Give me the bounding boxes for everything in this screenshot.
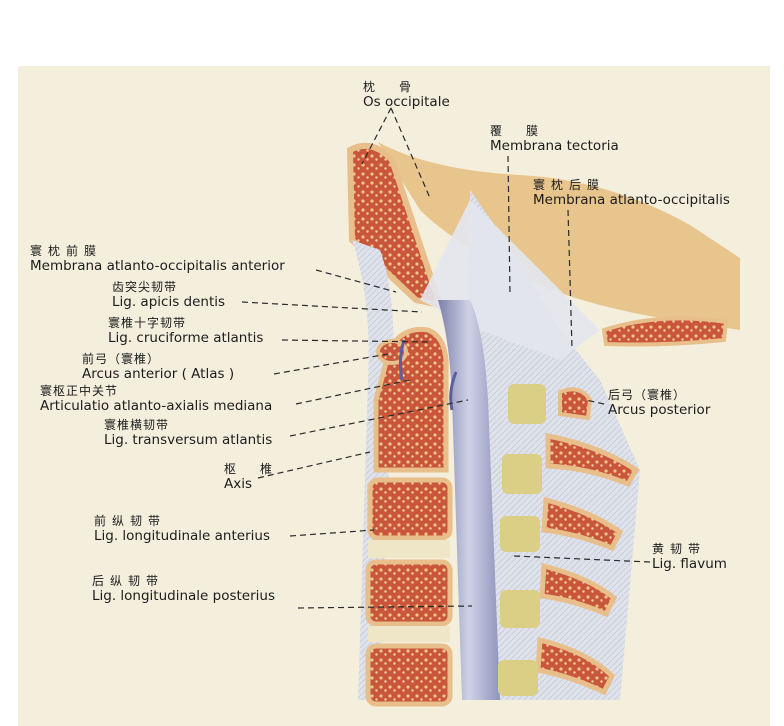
label-lig-cruciforme-atlantis-en: Lig. cruciforme atlantis [108,330,264,346]
label-lig-flavum: 黄韧带 Lig. flavum [652,542,727,572]
label-membrana-tectoria-cn: 覆 膜 [490,124,545,138]
label-arcus-posterior-en: Arcus posterior [608,402,711,418]
label-lig-cruciforme-atlantis-cn: 寰椎十字韧带 [108,316,187,330]
label-lig-longitudinale-posterius-cn: 后纵韧带 [92,574,165,588]
label-lig-longitudinale-anterius-cn: 前纵韧带 [94,514,167,528]
label-lig-cruciforme-atlantis: 寰椎十字韧带 Lig. cruciforme atlantis [108,316,263,346]
label-membrana-tectoria: 覆 膜 Membrana tectoria [490,124,619,154]
label-lig-flavum-en: Lig. flavum [652,556,727,572]
label-membrana-atlanto-occipitalis-en: Membrana atlanto-occipitalis [533,192,730,208]
label-articulatio-atlanto-axialis-mediana-en: Articulatio atlanto-axialis mediana [40,398,273,414]
label-articulatio-atlanto-axialis-mediana-cn: 寰枢正中关节 [40,384,119,398]
label-lig-flavum-cn: 黄韧带 [652,542,707,556]
label-arcus-anterior-cn: 前弓（寰椎） [82,352,161,366]
label-membrana-atlanto-occipitalis-anterior-en: Membrana atlanto-occipitalis anterior [30,258,285,274]
label-axis-cn: 枢 椎 [224,462,279,476]
vertebral-bodies [365,477,453,707]
label-axis: 枢 椎 Axis [224,462,278,492]
label-lig-longitudinale-anterius: 前纵韧带 Lig. longitudinale anterius [94,514,270,544]
label-lig-transversum-atlantis-en: Lig. transversum atlantis [104,432,273,448]
label-lig-apicis-dentis-en: Lig. apicis dentis [112,294,226,310]
label-lig-transversum-atlantis: 寰椎横韧带 Lig. transversum atlantis [104,418,272,448]
label-arcus-posterior: 后弓（寰椎） Arcus posterior [608,388,710,418]
label-lig-apicis-dentis: 齿突尖韧带 Lig. apicis dentis [112,280,225,310]
label-os-occipitale-en: Os occipitale [363,94,450,110]
label-axis-en: Axis [224,476,253,492]
label-articulatio-atlanto-axialis-mediana: 寰枢正中关节 Articulatio atlanto-axialis media… [40,384,272,414]
axis-vertebra [373,326,458,473]
spinal-canal [438,300,500,700]
leader-lines [241,107,651,609]
label-membrana-atlanto-occipitalis-anterior: 寰枕前膜 Membrana atlanto-occipitalis anteri… [30,244,285,274]
label-arcus-anterior: 前弓（寰椎） Arcus anterior ( Atlas ) [82,352,234,382]
label-lig-transversum-atlantis-cn: 寰椎横韧带 [104,418,170,432]
occipital-bone [346,142,740,347]
label-lig-longitudinale-posterius-en: Lig. longitudinale posterius [92,588,276,604]
label-os-occipitale-cn: 枕 骨 [363,80,418,94]
label-lig-longitudinale-anterius-en: Lig. longitudinale anterius [94,528,270,544]
label-arcus-posterior-cn: 后弓（寰椎） [608,388,687,402]
label-membrana-atlanto-occipitalis-anterior-cn: 寰枕前膜 [30,244,103,258]
label-membrana-atlanto-occipitalis-cn: 寰枕后膜 [533,178,606,192]
label-lig-longitudinale-posterius: 后纵韧带 Lig. longitudinale posterius [92,574,275,604]
label-os-occipitale: 枕 骨 Os occipitale [363,80,450,110]
label-arcus-anterior-en: Arcus anterior ( Atlas ) [82,366,235,382]
posterior-arches [498,384,640,696]
label-membrana-tectoria-en: Membrana tectoria [490,138,619,154]
label-membrana-atlanto-occipitalis: 寰枕后膜 Membrana atlanto-occipitalis [533,178,730,208]
label-lig-apicis-dentis-cn: 齿突尖韧带 [112,280,178,294]
